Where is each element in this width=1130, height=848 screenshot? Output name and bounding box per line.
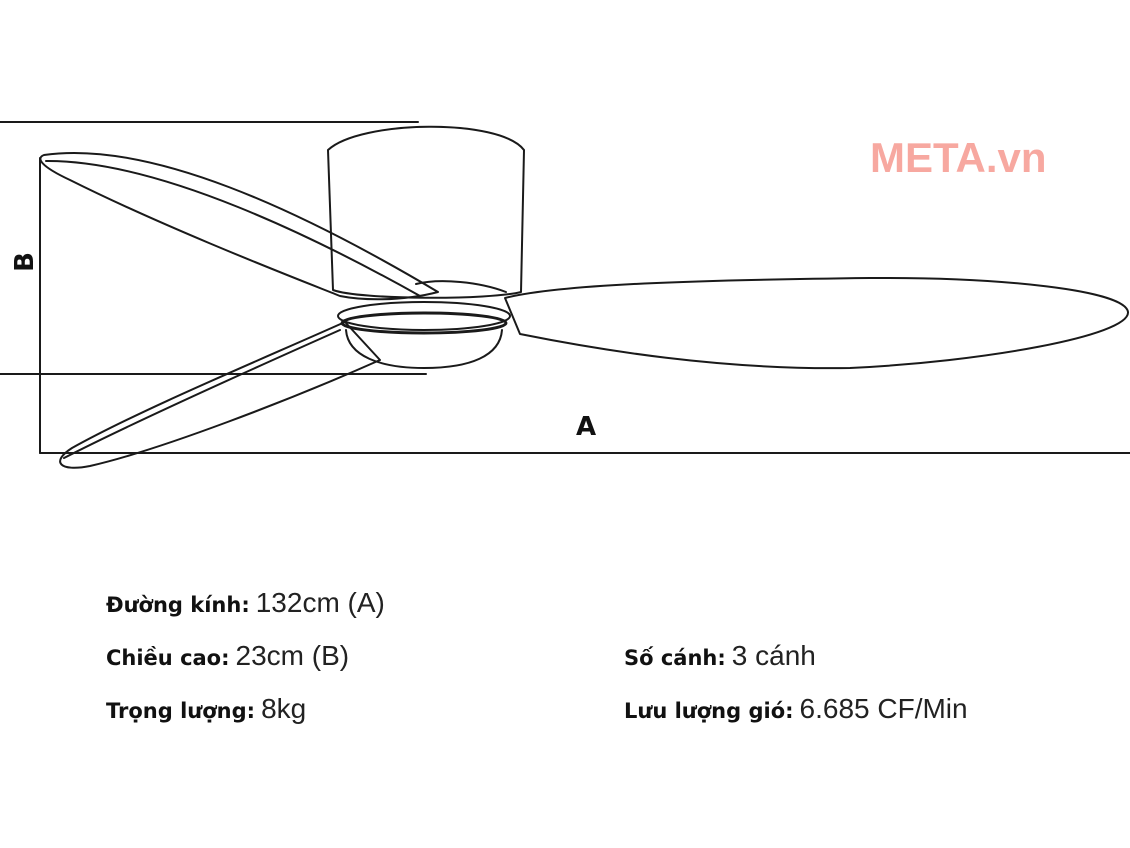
fan-canopy <box>327 125 525 299</box>
spec-blades: Số cánh:3 cánh <box>624 639 816 675</box>
fan-light-cover <box>345 329 503 369</box>
fan-blade-back <box>39 151 439 301</box>
spec-weight-label: Trọng lượng: <box>106 699 256 723</box>
fan-dimension-diagram: B A <box>0 121 1130 469</box>
spec-weight-value: 8kg <box>261 693 307 724</box>
spec-height-label: Chiều cao: <box>106 646 230 670</box>
spec-weight: Trọng lượng:8kg <box>106 692 306 728</box>
spec-diameter-value: 132cm (A) <box>255 587 385 618</box>
fan-motor-top <box>337 301 511 331</box>
watermark-logo: META.vn <box>870 134 1047 181</box>
spec-blades-label: Số cánh: <box>624 646 726 670</box>
spec-diameter-label: Đường kính: <box>106 593 250 617</box>
spec-height-value: 23cm (B) <box>235 640 350 671</box>
fan-blade-back-edge <box>45 159 421 297</box>
spec-height: Chiều cao:23cm (B) <box>106 639 349 675</box>
spec-blades-value: 3 cánh <box>731 640 816 671</box>
fan-motor-collar <box>415 280 507 293</box>
fan-blade-front-edge <box>63 329 341 459</box>
dimension-b-label: B <box>10 252 40 272</box>
fan-motor-ring <box>340 311 508 335</box>
spec-airflow: Lưu lượng gió:6.685 CF/Min <box>624 692 968 728</box>
spec-airflow-label: Lưu lượng gió: <box>624 699 794 723</box>
fan-blade-right <box>504 276 1130 370</box>
dimension-a-label: A <box>576 412 596 442</box>
spec-airflow-value: 6.685 CF/Min <box>799 693 968 724</box>
spec-diameter: Đường kính:132cm (A) <box>106 586 385 622</box>
fan-blade-front <box>59 321 381 469</box>
